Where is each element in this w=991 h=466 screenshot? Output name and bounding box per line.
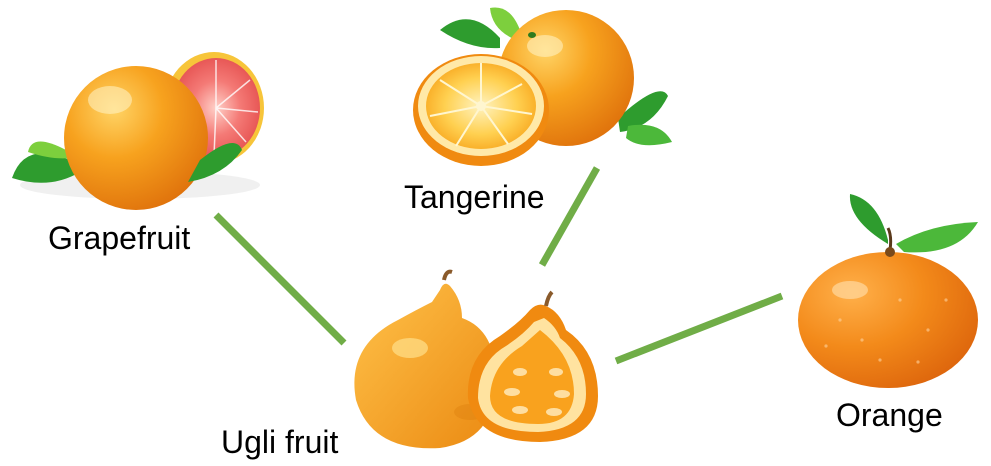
label-tangerine: Tangerine (404, 181, 545, 213)
orange-icon (798, 194, 978, 388)
label-ugli-fruit: Ugli fruit (221, 426, 338, 458)
connector-tangerine-ugli (542, 168, 597, 265)
label-grapefruit: Grapefruit (48, 222, 190, 254)
grapefruit-icon (12, 52, 264, 210)
tangerine-icon (413, 7, 672, 166)
ugli-fruit-icon (354, 272, 598, 449)
connector-grapefruit-ugli (216, 215, 344, 343)
connector-orange-ugli (616, 296, 782, 361)
label-orange: Orange (836, 399, 943, 431)
